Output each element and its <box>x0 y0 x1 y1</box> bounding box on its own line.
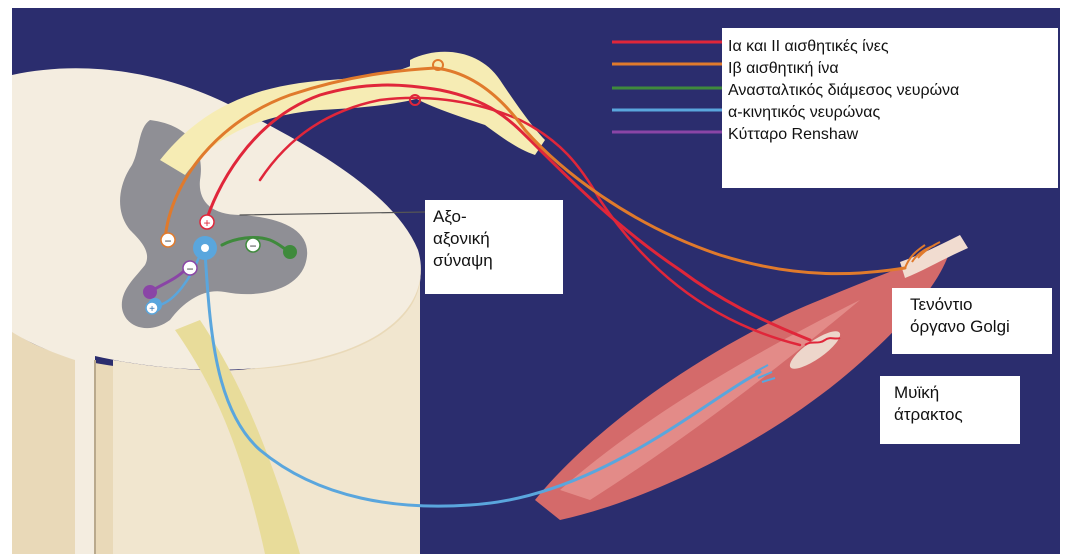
legend-item-alpha-motor: α-κινητικός νευρώνας <box>728 102 1058 124</box>
legend-item-Ia-II: Ια και ΙΙ αισθητικές ίνες <box>728 36 1058 58</box>
legend-item-Ib: Ιβ αισθητική ίνα <box>728 58 1058 80</box>
axo-axonic-label: Αξο- αξονική σύναψη <box>425 200 563 294</box>
inhibitory-interneuron-soma <box>283 245 297 259</box>
axo-axonic-line-1: Αξο- <box>433 206 563 228</box>
spindle-line-2: άτρακτος <box>894 404 1020 426</box>
golgi-line-2: όργανο Golgi <box>910 316 1052 338</box>
axo-axonic-line-3: σύναψη <box>433 250 563 272</box>
inhibitory-synapse-sign-right: − <box>249 239 256 253</box>
golgi-tendon-organ-label: Τενόντιο όργανο Golgi <box>892 288 1052 354</box>
legend: Ια και ΙΙ αισθητικές ίνες Ιβ αισθητική ί… <box>722 28 1058 188</box>
excitatory-synapse-sign: + <box>203 216 210 230</box>
muscle-spindle-label: Μυϊκή άτρακτος <box>880 376 1020 444</box>
motor-synapse-sign: + <box>149 304 155 315</box>
legend-item-inhibitory-interneuron: Ανασταλτικός διάμεσος νευρώνα <box>728 80 1058 102</box>
spindle-line-1: Μυϊκή <box>894 382 1020 404</box>
alpha-motor-neuron-nucleus <box>201 244 209 252</box>
axo-axonic-line-2: αξονική <box>433 228 563 250</box>
golgi-line-1: Τενόντιο <box>910 294 1052 316</box>
legend-item-renshaw: Κύτταρο Renshaw <box>728 124 1058 146</box>
renshaw-cell-soma <box>143 285 157 299</box>
renshaw-synapse-sign: − <box>186 262 193 276</box>
inhibitory-synapse-sign-left: − <box>164 234 171 248</box>
